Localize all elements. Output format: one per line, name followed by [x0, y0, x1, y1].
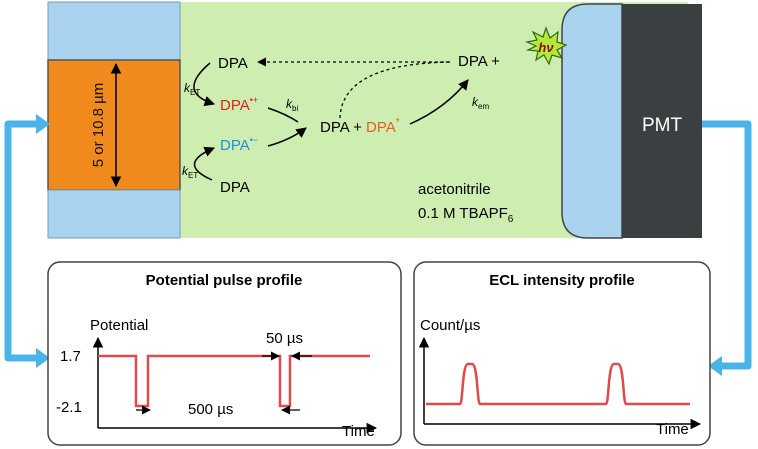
emission-dpa: DPA + [458, 53, 500, 70]
period-label: 500 µs [188, 401, 233, 418]
solvent-line1: acetonitrile [418, 181, 491, 198]
pmt-label: PMT [642, 115, 683, 136]
short-pulse-label: 50 µs [266, 330, 303, 347]
oxidation-arrow [193, 62, 216, 107]
ecl-trace [426, 362, 690, 406]
tick-label-high: 1.7 [60, 348, 81, 365]
bottom-electrode [47, 189, 181, 239]
potential-connector-head-bottom [36, 348, 50, 368]
signal-connector-head [708, 356, 722, 376]
potential-xlabel: Time [342, 423, 375, 440]
solvent-line2: 0.1 M TBAPF6 [418, 205, 514, 225]
tick-label-low: -2.1 [56, 399, 82, 416]
reduction-arrow [193, 146, 215, 181]
dpa-anion: DPA•− [220, 135, 258, 154]
ecl-xlabel: Time [656, 421, 689, 438]
annihilation-products: DPA + DPA* [320, 117, 400, 136]
ecl-panel-title: ECL intensity profile [489, 272, 635, 289]
photon-label: hν [538, 40, 554, 55]
annihilation-arrow [267, 127, 307, 147]
dpa-top: DPA [218, 55, 248, 72]
k-et-top: kET [184, 81, 200, 97]
ecl-panel [413, 261, 711, 446]
k-et-bottom: kET [182, 164, 198, 180]
dpa-cation: DPA•+ [220, 95, 258, 114]
k-bi: kbi [286, 97, 298, 113]
potential-ylabel: Potential [90, 317, 148, 334]
dpa-bottom: DPA [220, 179, 250, 196]
potential-waveform [98, 354, 370, 408]
potential-connector [4, 120, 44, 362]
emission-arrow [409, 79, 469, 125]
pmt-window [561, 3, 623, 239]
gap-label: 5 or 10.8 µm [90, 83, 107, 168]
potential-panel-title: Potential pulse profile [146, 272, 303, 289]
electrode-gap [47, 59, 181, 191]
top-electrode [47, 1, 181, 61]
ecl-ylabel: Count/µs [420, 317, 480, 334]
photon-burst [525, 26, 568, 66]
k-em: kem [472, 95, 489, 111]
annihilation-arrow-top [267, 107, 299, 123]
potential-connector-head-top [36, 114, 50, 134]
pmt-body [622, 4, 702, 238]
signal-connector [702, 120, 752, 370]
